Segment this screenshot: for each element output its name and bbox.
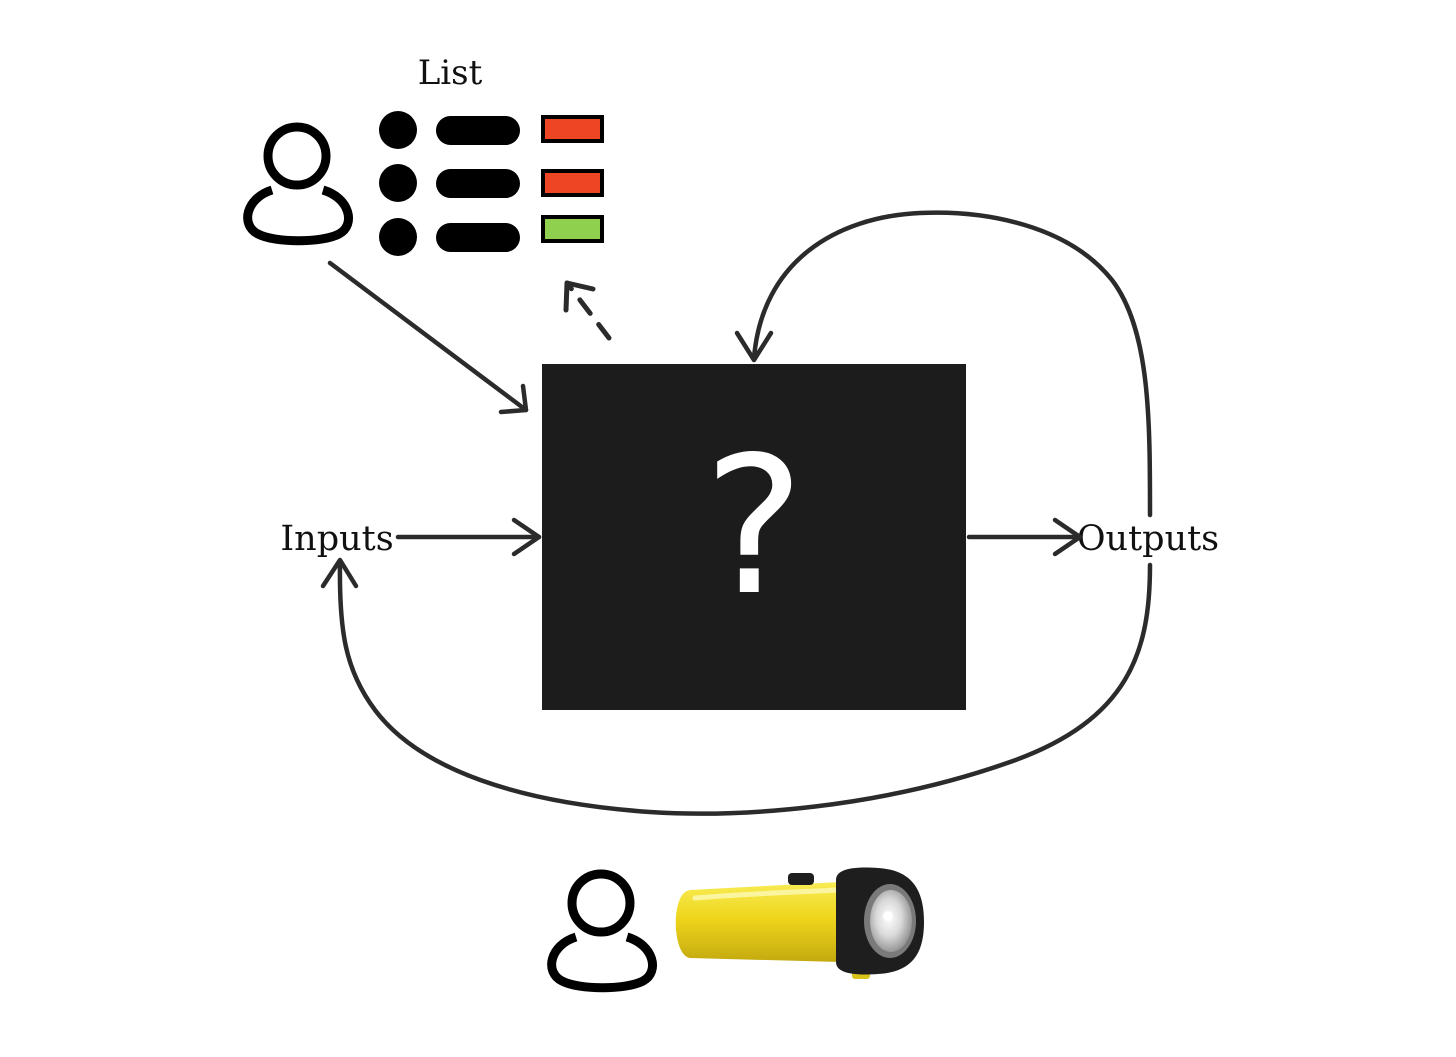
outputs-label: Outputs (1077, 519, 1219, 559)
inputs-to-box-arrow (395, 517, 542, 557)
outputs-to-inputs-feedback-arrow (320, 557, 1153, 816)
list-item (379, 215, 604, 256)
list-item (379, 111, 604, 149)
flashlight-icon (675, 867, 924, 979)
user-to-box-arrow (327, 260, 529, 415)
status-badge-green (541, 215, 604, 243)
question-mark: ? (704, 416, 805, 637)
user-icon (547, 869, 657, 993)
outputs-to-box-feedback-arrow (734, 210, 1153, 518)
black-box (542, 364, 966, 710)
box-to-outputs-arrow (966, 517, 1083, 557)
inputs-label: Inputs (280, 519, 393, 559)
list (379, 111, 604, 256)
bullet-icon (379, 218, 417, 256)
list-item (379, 164, 604, 202)
user-icon (243, 122, 353, 246)
status-badge-red (541, 169, 604, 197)
list-label: List (418, 53, 483, 93)
bullet-icon (379, 111, 417, 149)
list-item-bar (436, 223, 520, 252)
box-to-list-dashed-arrow (563, 280, 612, 341)
status-badge-red (541, 115, 604, 143)
bullet-icon (379, 164, 417, 202)
list-item-bar (436, 116, 520, 145)
list-item-bar (436, 169, 520, 198)
